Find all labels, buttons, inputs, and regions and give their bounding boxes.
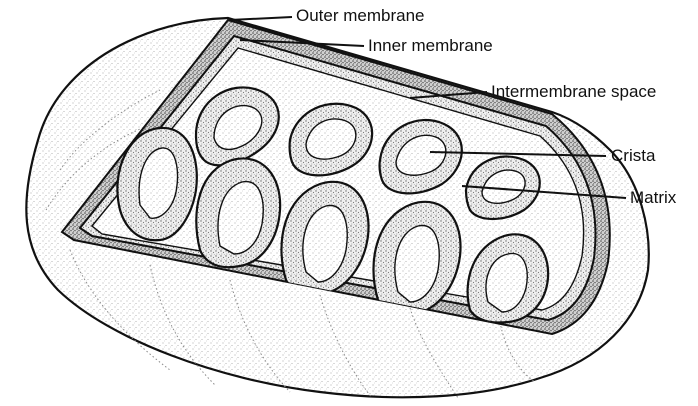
crista-label: Crista — [611, 147, 655, 164]
matrix-label: Matrix — [630, 189, 676, 206]
outer-membrane-label: Outer membrane — [296, 7, 425, 24]
inner-membrane-label: Inner membrane — [368, 37, 493, 54]
intermembrane-space-label: Intermembrane space — [491, 83, 656, 100]
leader-outer-membrane — [230, 17, 292, 20]
